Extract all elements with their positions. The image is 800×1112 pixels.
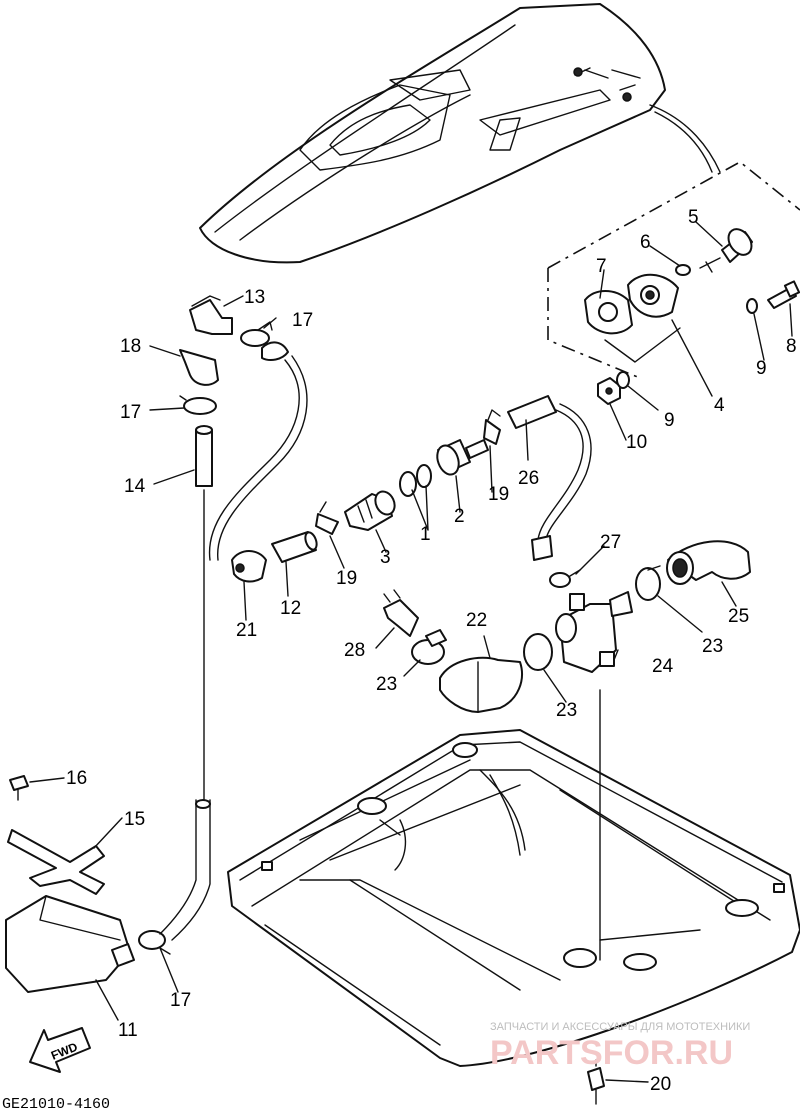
- part-13-elbow: [189, 295, 233, 335]
- part-25-elbow-hose: [666, 540, 751, 585]
- fitting-detail-box: [547, 161, 800, 379]
- callout-17-bottom: 17: [170, 990, 191, 1011]
- callout-6: 6: [640, 232, 651, 253]
- part-28-bracket: [383, 589, 419, 637]
- callout-19-right: 19: [488, 484, 509, 505]
- callout-13: 13: [244, 287, 265, 308]
- callout-10: 10: [626, 432, 647, 453]
- callout-23-left: 23: [376, 674, 397, 695]
- callout-25: 25: [728, 606, 749, 627]
- part-18-bracket: [179, 349, 219, 386]
- callout-labels: 1 2 3 4 5 6 7 8 9 9 10 11 12 13 14 15 16…: [66, 207, 797, 1095]
- callout-8: 8: [786, 336, 797, 357]
- callout-5: 5: [688, 207, 699, 228]
- watermark-tagline: ЗАПЧАСТИ И АКСЕССУАРЫ ДЛЯ МОТОТЕХНИКИ: [490, 1021, 750, 1033]
- part-26-hose: [507, 395, 592, 561]
- part-14-hose: [195, 425, 213, 487]
- part-8-bolt: [767, 280, 800, 309]
- callout-27: 27: [600, 532, 621, 553]
- part-10-nut: [597, 377, 621, 405]
- drawing-code: GE21010-4160: [2, 1096, 110, 1112]
- hull-deck: [199, 3, 721, 264]
- part-19-clip-right: [483, 409, 501, 445]
- part-17-clamp-top: [240, 321, 273, 347]
- part-9b-washer: [616, 371, 630, 389]
- callout-22: 22: [466, 610, 487, 631]
- callout-21: 21: [236, 620, 257, 641]
- fwd-arrow-icon: FWD: [29, 1027, 91, 1073]
- part-4-housing: [627, 273, 679, 318]
- callout-9-upper: 9: [756, 358, 767, 379]
- part-17-clamp-mid: [179, 395, 217, 415]
- part-23-clamp-left: [411, 629, 447, 665]
- callout-26: 26: [518, 468, 539, 489]
- lower-hose: [159, 799, 211, 941]
- callout-17-mid: 17: [120, 402, 141, 423]
- part-6-oring: [675, 264, 691, 276]
- callout-9-lower: 9: [664, 410, 675, 431]
- part-23-clamp-right: [635, 565, 661, 601]
- part-5-valve: [699, 228, 753, 273]
- callout-2: 2: [454, 506, 465, 527]
- part-22-elbow-hose: [439, 656, 523, 713]
- leader-lines: [29, 221, 793, 1083]
- watermark-brand: PARTSFOR.RU: [490, 1034, 733, 1072]
- callout-28: 28: [344, 640, 365, 661]
- part-7-gasket: [584, 290, 633, 335]
- part-15-plate: [7, 829, 105, 895]
- callout-19-left: 19: [336, 568, 357, 589]
- callout-1: 1: [420, 524, 431, 545]
- part-9-washer: [746, 298, 758, 314]
- part-23-clamp-mid: [523, 633, 553, 671]
- callout-3: 3: [380, 547, 391, 568]
- callout-7: 7: [596, 256, 607, 277]
- part-24-valve: [555, 591, 633, 673]
- callout-23-mid: 23: [556, 700, 577, 721]
- loop-hose: [208, 341, 308, 561]
- callout-18: 18: [120, 336, 141, 357]
- part-17-clamp-bottom: [138, 930, 171, 955]
- callout-16: 16: [66, 768, 87, 789]
- part-19-clip-left: [315, 501, 339, 535]
- part-11-box: [5, 895, 135, 993]
- callout-24: 24: [652, 656, 674, 677]
- callout-15: 15: [124, 809, 145, 830]
- callout-20: 20: [650, 1074, 671, 1095]
- callout-17-top: 17: [292, 310, 313, 331]
- part-21-fitting: [231, 550, 267, 583]
- hull-bottom: [227, 689, 800, 1067]
- part-12-hose-piece: [271, 531, 318, 563]
- callout-14: 14: [124, 476, 146, 497]
- part-16-screw: [9, 775, 29, 801]
- part-3-fitting: [344, 490, 396, 531]
- part-2-nut: [436, 439, 489, 476]
- part-27-clamp: [549, 569, 581, 588]
- part-20-bolt: [587, 1059, 605, 1105]
- callout-11: 11: [118, 1020, 138, 1041]
- callout-23-right: 23: [702, 636, 723, 657]
- callout-12: 12: [280, 598, 301, 619]
- callout-4: 4: [714, 395, 725, 416]
